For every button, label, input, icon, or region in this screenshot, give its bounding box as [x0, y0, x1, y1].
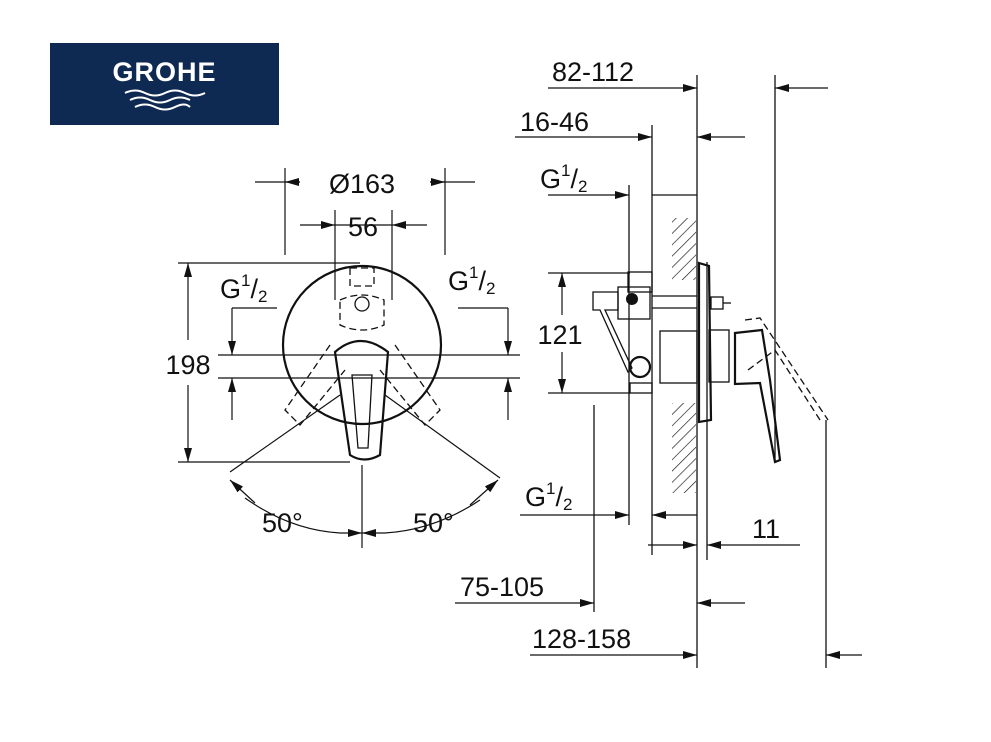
logo-wordmark: GROHE: [112, 57, 217, 87]
cover-plate: [281, 264, 443, 426]
dim-diameter: Ø163: [329, 169, 395, 199]
thread-label-right: G1/2: [448, 263, 495, 298]
dim-plate: 11: [752, 514, 780, 544]
dim-depth-a: 75-105: [460, 572, 544, 602]
dim-height-side: 121: [537, 320, 582, 350]
lever-handle: [333, 339, 390, 461]
thread-label-left: G1/2: [220, 271, 267, 306]
thread-label-bottom: G1/2: [525, 479, 572, 514]
diverter-knob: [628, 355, 652, 379]
angle-left: 50°: [262, 508, 303, 538]
wall-hatch-top: [672, 218, 696, 280]
dim-depth-wall: 16-46: [520, 107, 589, 137]
dim-depth-b: 128-158: [532, 624, 631, 654]
grohe-logo: GROHE: [50, 43, 279, 125]
side-cover-plate: [697, 261, 713, 424]
thread-label-top: G1/2: [540, 161, 587, 196]
dim-center-distance: 56: [348, 212, 378, 242]
dim-height: 198: [165, 350, 210, 380]
side-view: 82-112 16-46 G1/2 121 G1/2 11 75-105 128…: [455, 57, 862, 668]
side-lever: [733, 328, 782, 464]
angle-right: 50°: [413, 508, 454, 538]
front-view: Ø163 56 198 G1/2 G1/2 50°: [165, 168, 520, 548]
wall-hatch-bottom: [672, 403, 696, 493]
dim-depth-total: 82-112: [552, 57, 634, 87]
logo-waves-icon: [124, 89, 206, 111]
